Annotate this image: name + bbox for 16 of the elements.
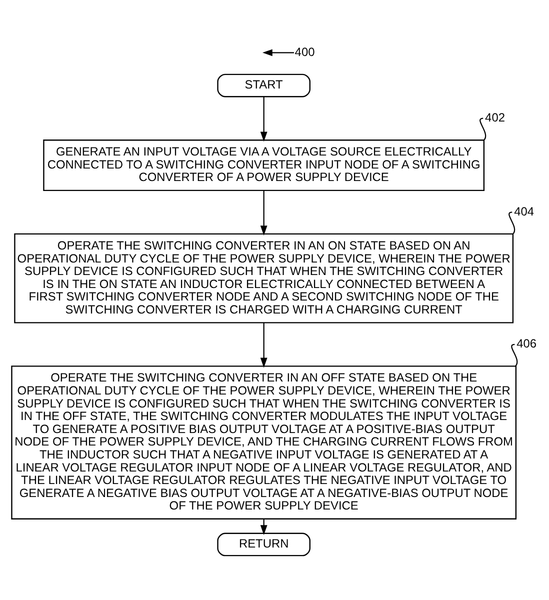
connector (480, 117, 486, 140)
node-text: 406 (516, 336, 537, 350)
node-box: START (217, 73, 310, 97)
node-box: GENERATE AN INPUT VOLTAGE VIA A VOLTAGE SOURCE ELECTRICALLY CONNECTED TO A SWITCHING CONVERTER INPUT NODE OF A SWITCHING CONVERTER OF A POWER SUPPLY DEVICE (43, 139, 485, 191)
node-text: 400 (294, 44, 315, 58)
node-box: OPERATE THE SWITCHING CONVERTER IN AN ON STATE BASED ON AN OPERATIONAL DUTY CYCLE OF THE POWER SUPPLY DEVICE, WHEREIN THE POWER SUPPLY DEVICE IS CONFIGURED SUCH THAT WHEN THE SWITCHING CONVERTER IS IN THE ON STATE AN INDUCTOR ELECTRICALLY CONNECTED BETWEEN A FIRST SWITCHING CONVERTER NODE AND A SECOND SWITCHING NODE OF THE SWITCHING CONVERTER IS CHARGED WITH A CHARGING CURRENT (14, 232, 514, 323)
node-box: RETURN (217, 532, 310, 556)
arrow (260, 322, 268, 368)
arrow (260, 190, 268, 235)
node-box: OPERATE THE SWITCHING CONVERTER IN AN OFF STATE BASED ON THE OPERATIONAL DUTY CYCLE OF THE POWER SUPPLY DEVICE, WHEREIN THE POWER SUPPLY DEVICE IS CONFIGURED SUCH THAT WHEN THE SWITCHING CONVERTER IS IN THE OFF STATE, THE SWITCHING CONVERTER MODULATES THE INPUT VOLTAGE TO GENERATE A POSITIVE BIAS OUTPUT VOLTAGE AT A POSITIVE-BIAS OUTPUT NODE OF THE POWER SUPPLY DEVICE, AND THE CHARGING CURRENT FLOWS FROM THE INDUCTOR SUCH THAT A NEGATIVE INPUT VOLTAGE IS GENERATED AT A LINEAR VOLTAGE REGULATOR INPUT NODE OF A LINEAR VOLTAGE REGULATOR, AND THE LINEAR VOLTAGE REGULATOR REGULATES THE NEGATIVE INPUT VOLTAGE TO GENERATE A NEGATIVE BIAS OUTPUT VOLTAGE AT A NEGATIVE-BIAS OUTPUT NODE OF THE POWER SUPPLY DEVICE (11, 365, 517, 519)
connector (511, 343, 518, 366)
node-text: 404 (514, 204, 534, 218)
arrow (262, 48, 294, 56)
node-text: 402 (485, 110, 505, 124)
connector (508, 211, 516, 234)
arrow (260, 96, 268, 142)
